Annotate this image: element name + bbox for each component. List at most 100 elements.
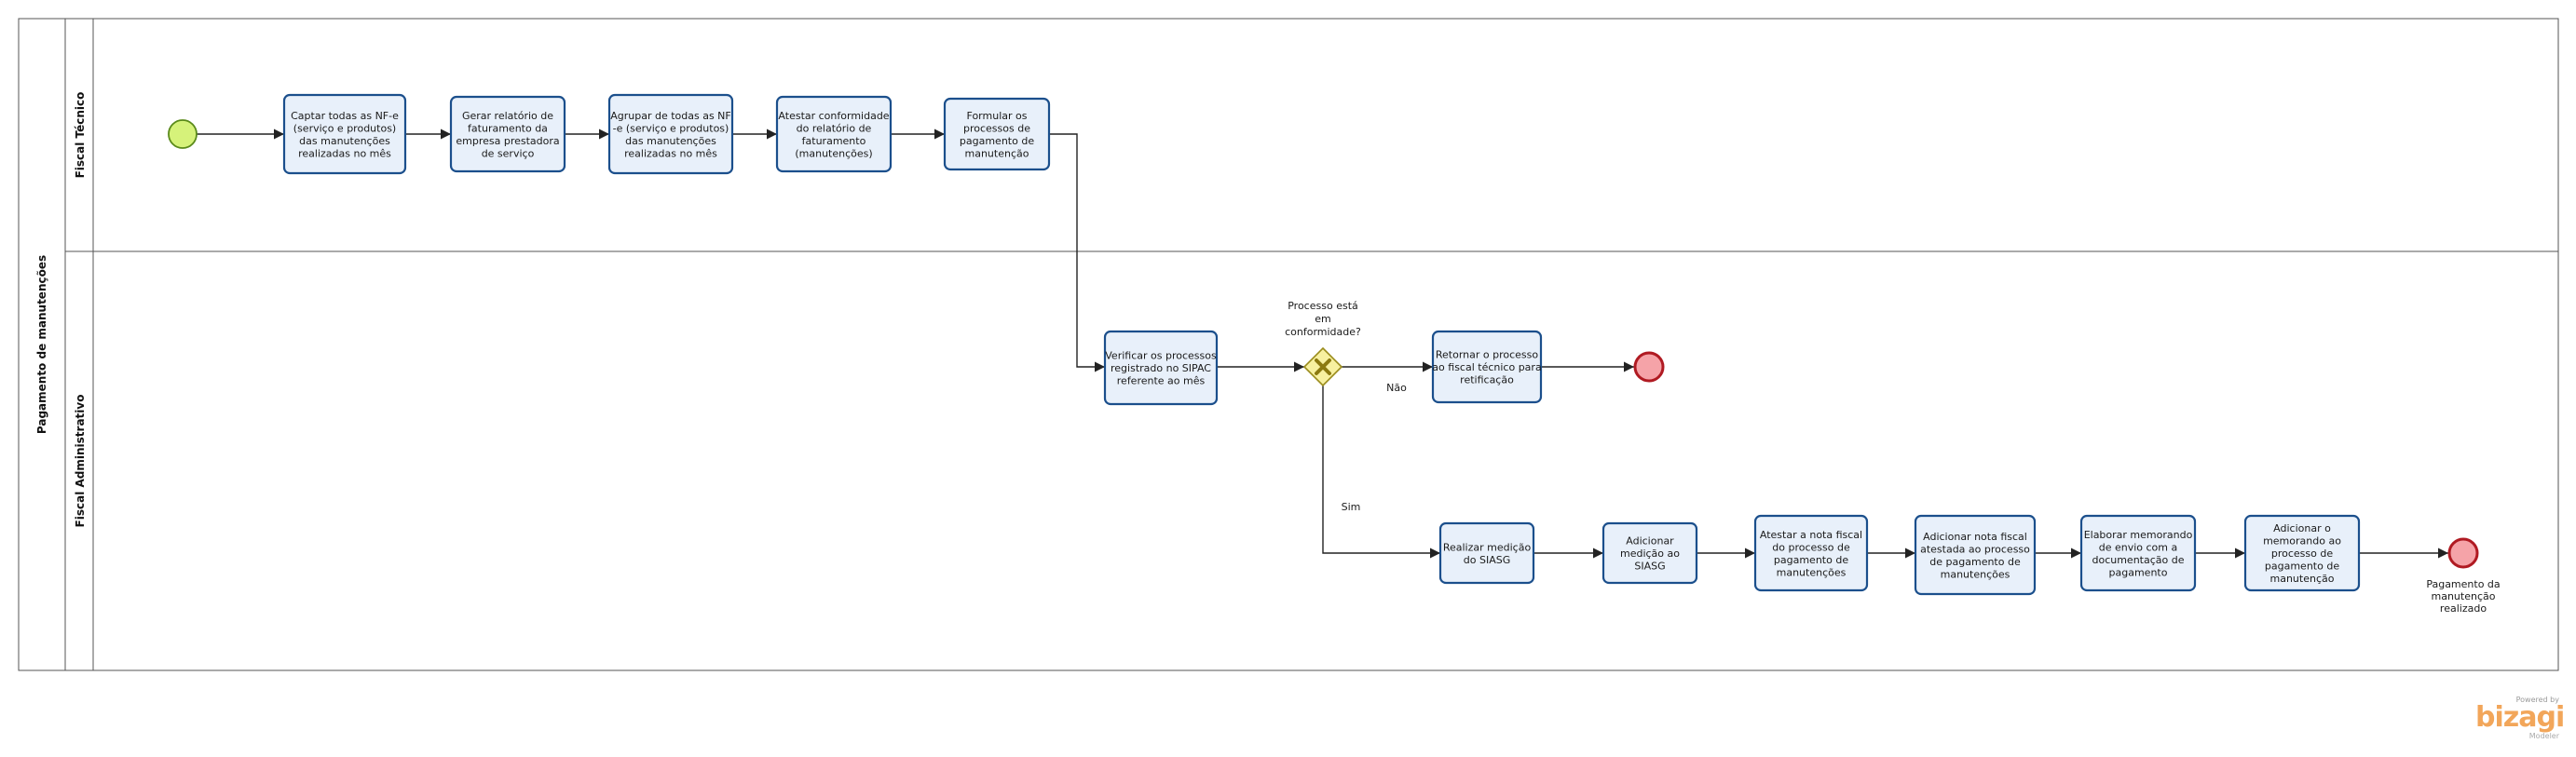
task-label-line: Verificar os processos [1105,350,1217,362]
flow-label-sim: Sim [1342,501,1361,513]
task-label-line: Atestar a nota fiscal [1760,529,1862,541]
task-label-line: SIASG [1634,561,1665,573]
task-label-line: (serviço e produtos) [293,122,396,134]
task-label-line: manutenções [1777,566,1847,578]
label-line: Pagamento da [2426,578,2500,590]
task-label-line: do SIASG [1464,554,1510,566]
label-line: realizado [2440,602,2487,615]
task-label-line: retificação [1460,374,1514,386]
gateway-x-icon [1315,358,1331,375]
task-label-line: faturamento [802,135,866,147]
task-label-line: -e (serviço e produtos) [613,122,729,134]
task-label-line: do relatório de [797,122,872,134]
task-label-line: Gerar relatório de [462,110,553,122]
task-label-line: pagamento de [1774,554,1848,566]
end-event-retificacao[interactable] [1633,351,1665,383]
flow-label-nao: Não [1386,382,1407,394]
label-line: conformidade? [1285,326,1361,338]
logo-powered-by: Powered by [2515,696,2559,704]
task-label-line: do processo de [1772,541,1850,553]
task-label-line: realizadas no mês [624,147,717,159]
label-line: manutenção [2432,590,2496,602]
task-label-line: pagamento de [2265,561,2339,573]
task-label-line: Captar todas as NF-e [291,110,399,122]
task-label-line: pagamento [2109,566,2168,578]
start-event[interactable] [168,119,198,149]
task-label-line: Atestar conformidade [778,110,889,122]
task-label-line: Adicionar o [2273,522,2331,534]
task-label-line: pagamento de [960,135,1034,147]
label-line: Processo está [1288,300,1358,312]
task-label-line: de pagamento de [1929,556,2021,568]
tasks: Captar todas as NF-e(serviço e produtos)… [282,93,2361,596]
task-label-line: Elaborar memorando [2084,529,2193,541]
task-label-line: realizadas no mês [298,147,391,159]
lane-title-fiscal-administrativo: Fiscal Administrativo [74,395,87,528]
exclusive-gateway[interactable] [1302,346,1343,387]
end-event-pagamento[interactable] [2447,537,2479,569]
task-label-line: ao fiscal técnico para [1432,361,1541,373]
logo-brand: bizagi [2475,701,2565,734]
bizagi-logo: Powered by bizagi Modeler [2475,696,2565,740]
task-label-line: manutenção [965,147,1029,159]
task-box [2243,514,2361,592]
task-label-line: Retornar o processo [1436,349,1539,361]
task-label-line: Agrupar de todas as NF [610,110,731,122]
task-box [943,97,1051,171]
task-label-line: de serviço [482,147,535,159]
task-box [775,95,893,173]
task-label-line: das manutenções [625,135,716,147]
task-box [282,93,407,175]
flow-gateway-realizar [1322,385,1440,559]
task-label-line: Formular os [967,110,1028,122]
lane-fiscal-administrativo: Fiscal Administrativo [64,250,2559,671]
task-box [607,93,734,175]
task-box [1103,330,1219,406]
task-box [1914,514,2037,596]
task-box [1601,521,1698,585]
task-label-line: processos de [963,122,1030,134]
task-box [449,95,566,173]
task-label: Captar todas as NF-e(serviço e produtos)… [291,110,399,160]
task-agrupar[interactable]: Agrupar de todas as NF-e (serviço e prod… [607,93,734,175]
label-line: em [1315,313,1330,325]
task-label-line: Adicionar nota fiscal [1923,531,2027,543]
task-label-line: documentação de [2092,554,2184,566]
sequence-flows [197,128,2448,559]
task-label-line: (manutenções) [795,147,872,159]
task-label-line: manutenção [2270,573,2335,585]
task-box [2079,514,2197,592]
pool-title: Pagamento de manutenções [35,255,48,434]
task-box [1431,330,1543,404]
task-label-line: empresa prestadora [456,135,559,147]
task-label-line: faturamento da [468,122,548,134]
task-captar[interactable]: Captar todas as NF-e(serviço e produtos)… [282,93,407,175]
flow-formular-verificar [1049,133,1105,372]
task-box [1438,521,1535,585]
logo-sub: Modeler [2528,732,2559,740]
